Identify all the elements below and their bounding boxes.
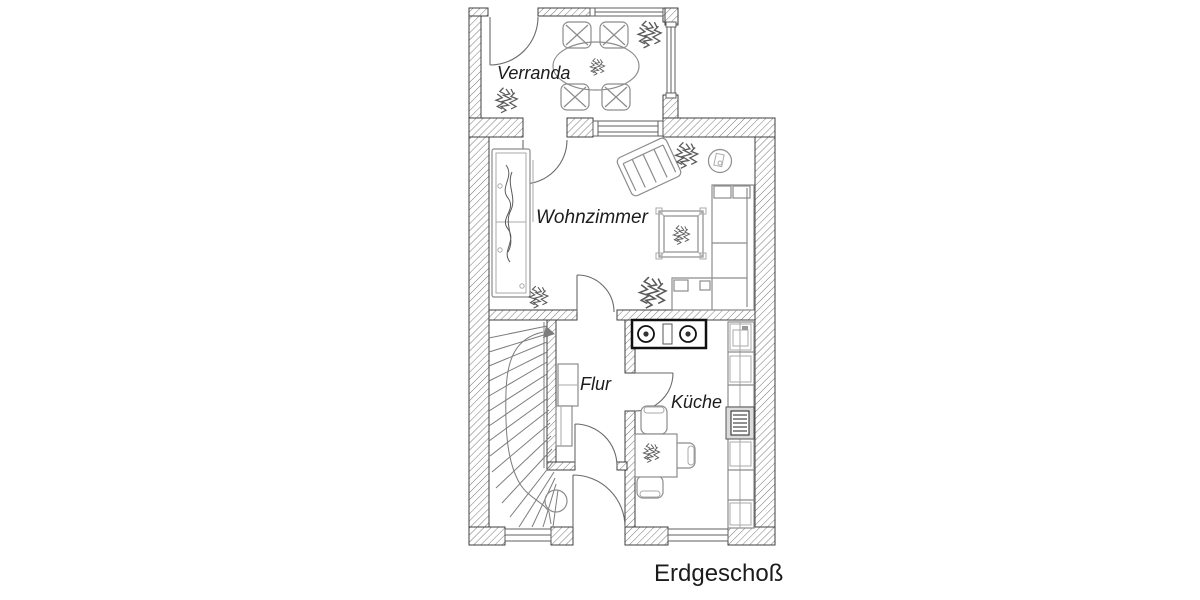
interior-walls: [488, 309, 756, 528]
main-top-wall-left: [468, 117, 524, 138]
room-label-kueche: Küche: [671, 392, 722, 412]
faucet-icon: [742, 326, 748, 330]
stair-hall-wall: [546, 319, 557, 471]
hall-entry-wall-right: [616, 461, 628, 471]
veranda-side-window: [665, 21, 677, 99]
livingroom-top-window: [592, 120, 664, 137]
room-label-wohnzimmer: Wohnzimmer: [536, 207, 649, 228]
main-right-wall: [754, 136, 776, 528]
livingroom-bottom-wall-right: [616, 309, 756, 321]
entrance-door-swing: [572, 474, 626, 528]
main-bottom-wall-a: [468, 526, 506, 546]
livingroom-furniture: [491, 137, 755, 311]
stove-divider: [662, 323, 673, 345]
stove-symbol: [630, 318, 708, 350]
corner-sofa: [671, 184, 755, 311]
main-top-wall-mid: [566, 117, 594, 138]
veranda-top-window: [589, 7, 664, 17]
livingroom-hall-door-swing: [576, 274, 615, 313]
windows: [504, 7, 729, 542]
wall-unit-shelf: [491, 148, 534, 298]
livingroom-bottom-wall-left: [488, 309, 578, 321]
veranda-chair: [560, 83, 590, 111]
plant-icon: [674, 141, 699, 169]
sofa-two-seater: [616, 137, 682, 197]
main-bottom-wall-b: [550, 526, 574, 546]
stair-window: [504, 528, 552, 542]
main-left-wall: [468, 136, 490, 528]
kitchen-furniture: [630, 318, 755, 529]
kitchen-counter: [725, 321, 755, 529]
hall-cabinet: [557, 363, 579, 407]
exterior-walls: [468, 7, 776, 546]
stair-treads: [488, 322, 559, 528]
veranda-left-wall: [468, 7, 482, 119]
veranda-top-wall-mid: [537, 7, 591, 17]
stair-walk-line: [505, 331, 552, 525]
room-label-verranda: Verranda: [497, 63, 570, 83]
plant-icon: [495, 87, 518, 114]
coffee-table: [655, 207, 707, 260]
veranda-dining-table: [552, 41, 640, 91]
veranda-top-wall-left: [468, 7, 489, 17]
floor-title: Erdgeschoß: [654, 560, 783, 587]
plant-icon: [672, 224, 691, 245]
hall-furniture: [555, 363, 579, 447]
veranda-door-swing: [489, 16, 539, 66]
burner-icon: [685, 331, 691, 337]
kitchen-door-swing: [634, 372, 674, 412]
hall-entry-wall-left: [546, 461, 576, 471]
hall-door-swing: [574, 423, 618, 467]
labels: Verranda Wohnzimmer Flur Küche Erdgescho…: [497, 63, 783, 587]
main-bottom-wall-c: [624, 526, 669, 546]
kitchen-window: [667, 528, 729, 542]
plant-icon: [637, 20, 662, 49]
hall-sideboard: [555, 405, 573, 447]
oven: [725, 406, 755, 440]
kitchen-chair: [636, 475, 664, 499]
side-table-round: [707, 148, 733, 174]
stair-direction-arrow: [543, 326, 555, 338]
kitchen-table: [634, 433, 678, 478]
burner-icon: [643, 331, 649, 337]
kitchen-chair: [640, 405, 668, 435]
plant-icon: [528, 285, 549, 309]
plant-icon: [589, 57, 606, 76]
staircase: [488, 322, 568, 528]
kitchen-dining-set: [634, 405, 696, 499]
stair-newel-circle: [544, 489, 568, 513]
room-label-flur: Flur: [580, 374, 612, 394]
main-top-wall-right: [662, 117, 776, 138]
plant-icon: [638, 276, 667, 309]
sink: [729, 323, 752, 351]
main-bottom-wall-d: [727, 526, 776, 546]
veranda-furniture: [495, 20, 662, 114]
